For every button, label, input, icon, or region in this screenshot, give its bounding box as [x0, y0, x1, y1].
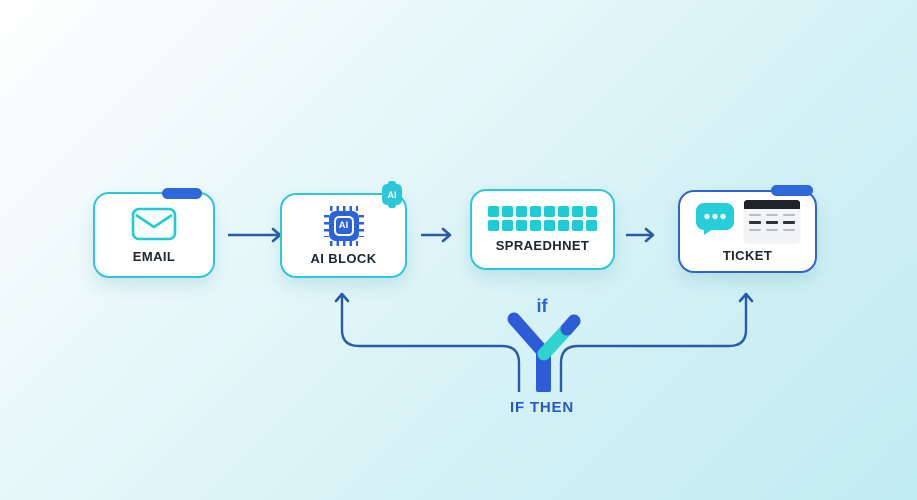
node-ai-block-label: AI BLOCK [310, 250, 377, 266]
ticket-card-icon [744, 200, 800, 242]
node-spraedhnet-label: SPRAEDHNET [495, 238, 590, 253]
branch-arrow-to-aiblock [334, 292, 521, 392]
ai-corner-badge: AI [382, 184, 402, 205]
node-ticket-label: TICKET [722, 248, 773, 263]
if-then-label: IF THEN [510, 399, 574, 416]
node-email-label: EMAIL [132, 249, 176, 264]
ai-chip-label: AI [333, 215, 354, 236]
node-ai-block[interactable]: AI AI AI BLOCK [280, 184, 407, 278]
spreadsheet-grid-icon [488, 206, 597, 231]
ai-chip-icon: AI [323, 205, 364, 246]
envelope-icon [131, 207, 177, 241]
if-tag: if [536, 296, 548, 316]
node-tab-accent [162, 188, 202, 199]
if-then-y-icon[interactable] [507, 312, 581, 392]
node-ticket[interactable]: TICKET [678, 185, 817, 273]
node-spraedhnet[interactable]: SPRAEDHNET [470, 189, 615, 270]
chat-bubble-icon [696, 203, 734, 235]
branch-arrow-to-ticket [559, 292, 754, 392]
node-tab-accent [771, 185, 813, 196]
node-email[interactable]: EMAIL [93, 188, 215, 278]
